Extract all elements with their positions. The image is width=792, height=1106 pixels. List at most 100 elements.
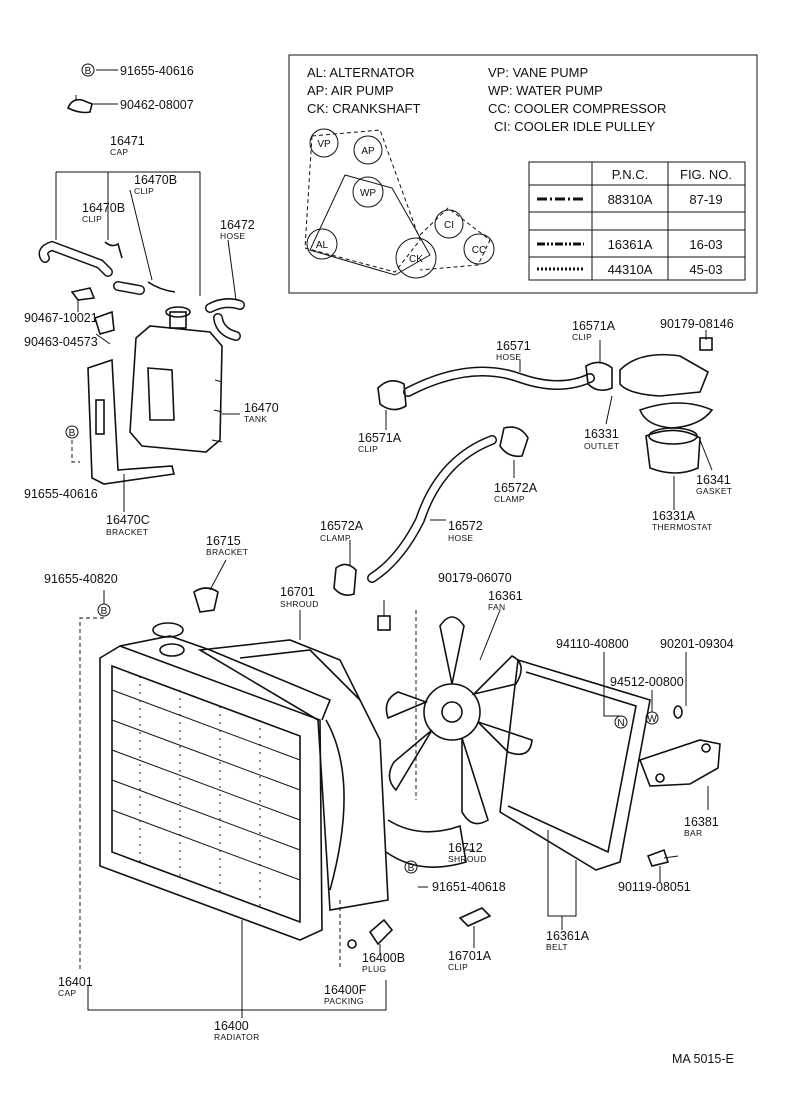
part-name: CAP [58,988,76,998]
table-row-pnc: 88310A [608,192,653,207]
part-number: 90467-10021 [24,311,98,325]
part-number: 16400 [214,1019,249,1033]
part-name: HOSE [496,352,521,362]
part-name: CLIP [448,962,468,972]
belt-routing-diagram: VP AP WP AL CK CI CC [304,128,495,279]
shroud-bracket [193,587,219,613]
part-name: PLUG [362,964,386,974]
part-number: 91655-40616 [120,64,194,78]
radiator-assembly: B B [97,587,492,949]
plug-packing [347,939,357,949]
part-name: THERMOSTAT [652,522,712,532]
part-name: SHROUD [280,599,319,609]
reservoir-tank-assembly: B B [38,63,245,485]
cooling-fan [385,616,533,825]
part-number: 16572A [320,519,364,533]
part-name: CLAMP [494,494,525,504]
table-row-pnc: 44310A [608,262,653,277]
part-name: HOSE [448,533,473,543]
pulley-label-ap: AP [361,146,375,157]
fan-assembly: N W [385,616,721,871]
part-name: CLIP [572,332,592,342]
part-number: 16470B [82,201,125,215]
leader-lines-tank [55,69,240,512]
hose-part [367,435,497,583]
part-name: CLIP [82,214,102,224]
clamp-part [66,98,93,114]
reservoir-tank [129,325,223,453]
bolt-marker-letter: B [69,428,76,439]
part-number: 16381 [684,815,719,829]
part-number: 16572 [448,519,483,533]
nut-marker-letter: N [617,718,624,729]
part-name: FAN [488,602,505,612]
legend-table: P.N.C. FIG. NO. 88310A 87-19 16361A 16-0… [528,161,746,281]
part-number: 16401 [58,975,93,989]
part-number: 16572A [494,481,538,495]
table-row-fig: 87-19 [689,192,722,207]
part-number: 16470 [244,401,279,415]
hose-clip [585,361,613,392]
part-labels: 91655-40616 90462-08007 16471 CAP 16470B… [24,64,734,1066]
part-name: PACKING [324,996,364,1006]
table-row-fig: 16-03 [689,237,722,252]
tank-bracket [87,358,175,485]
radiator-cap [152,622,184,638]
part-number: 90463-04573 [24,335,98,349]
part-name: BRACKET [206,547,248,557]
part-number: 16470B [134,173,177,187]
part-number: 16571 [496,339,531,353]
upper-hose-assembly [333,337,714,596]
radiator-fins [111,676,301,906]
drain-plug [368,918,394,946]
part-name: BRACKET [106,527,148,537]
legend-box: AL: ALTERNATOR AP: AIR PUMP CK: CRANKSHA… [288,54,758,294]
pulley-cc [463,233,495,265]
pulley-ci [434,209,464,239]
part-number: 16331A [652,509,696,523]
shroud-clip [458,907,492,927]
legend-entry-ck: CK: CRANKSHAFT [307,101,420,116]
part-name: BELT [546,942,568,952]
part-number: 16341 [696,473,731,487]
hose-clamp [333,563,357,596]
pulley-label-ci: CI [444,220,454,231]
pulley-vp [309,128,339,158]
part-number: 16470C [106,513,150,527]
bolt-marker-letter: B [85,66,92,77]
pulley-label-cc: CC [472,245,486,256]
fan-shroud [197,639,389,911]
part-name: TANK [244,414,267,424]
pulley-ck [395,237,437,279]
pulley-al [306,228,338,260]
part-number: 16400F [324,983,367,997]
table-header-fig: FIG. NO. [680,167,732,182]
part-number: 94512-00800 [610,675,684,689]
clip-part [94,310,115,335]
part-name: OUTLET [584,441,619,451]
part-number: 90179-08146 [660,317,734,331]
outlet-gasket [638,402,714,429]
pulley-ap [353,135,383,165]
part-number: 91655-40616 [24,487,98,501]
part-number: 16361 [488,589,523,603]
part-number: 90119-08051 [618,880,691,894]
legend-entry-wp: WP: WATER PUMP [488,83,603,98]
clip-part [104,241,123,259]
bolt-marker-letter: B [408,863,415,874]
pulley-label-al: AL [316,240,329,251]
part-number: 16361A [546,929,590,943]
part-number: 91651-40618 [432,880,506,894]
washer-marker-letter: W [647,714,657,725]
part-number: 16571A [572,319,616,333]
part-number: 16400B [362,951,405,965]
bolt-marker-letter: B [101,606,108,617]
part-number: 90179-06070 [438,571,512,585]
fan-belt [499,658,651,871]
part-number: 90201-09304 [660,637,734,651]
part-name: GASKET [696,486,732,496]
part-number: 94110-40800 [556,637,629,651]
pulley-wp [352,176,384,208]
hose-clamp [499,426,529,458]
